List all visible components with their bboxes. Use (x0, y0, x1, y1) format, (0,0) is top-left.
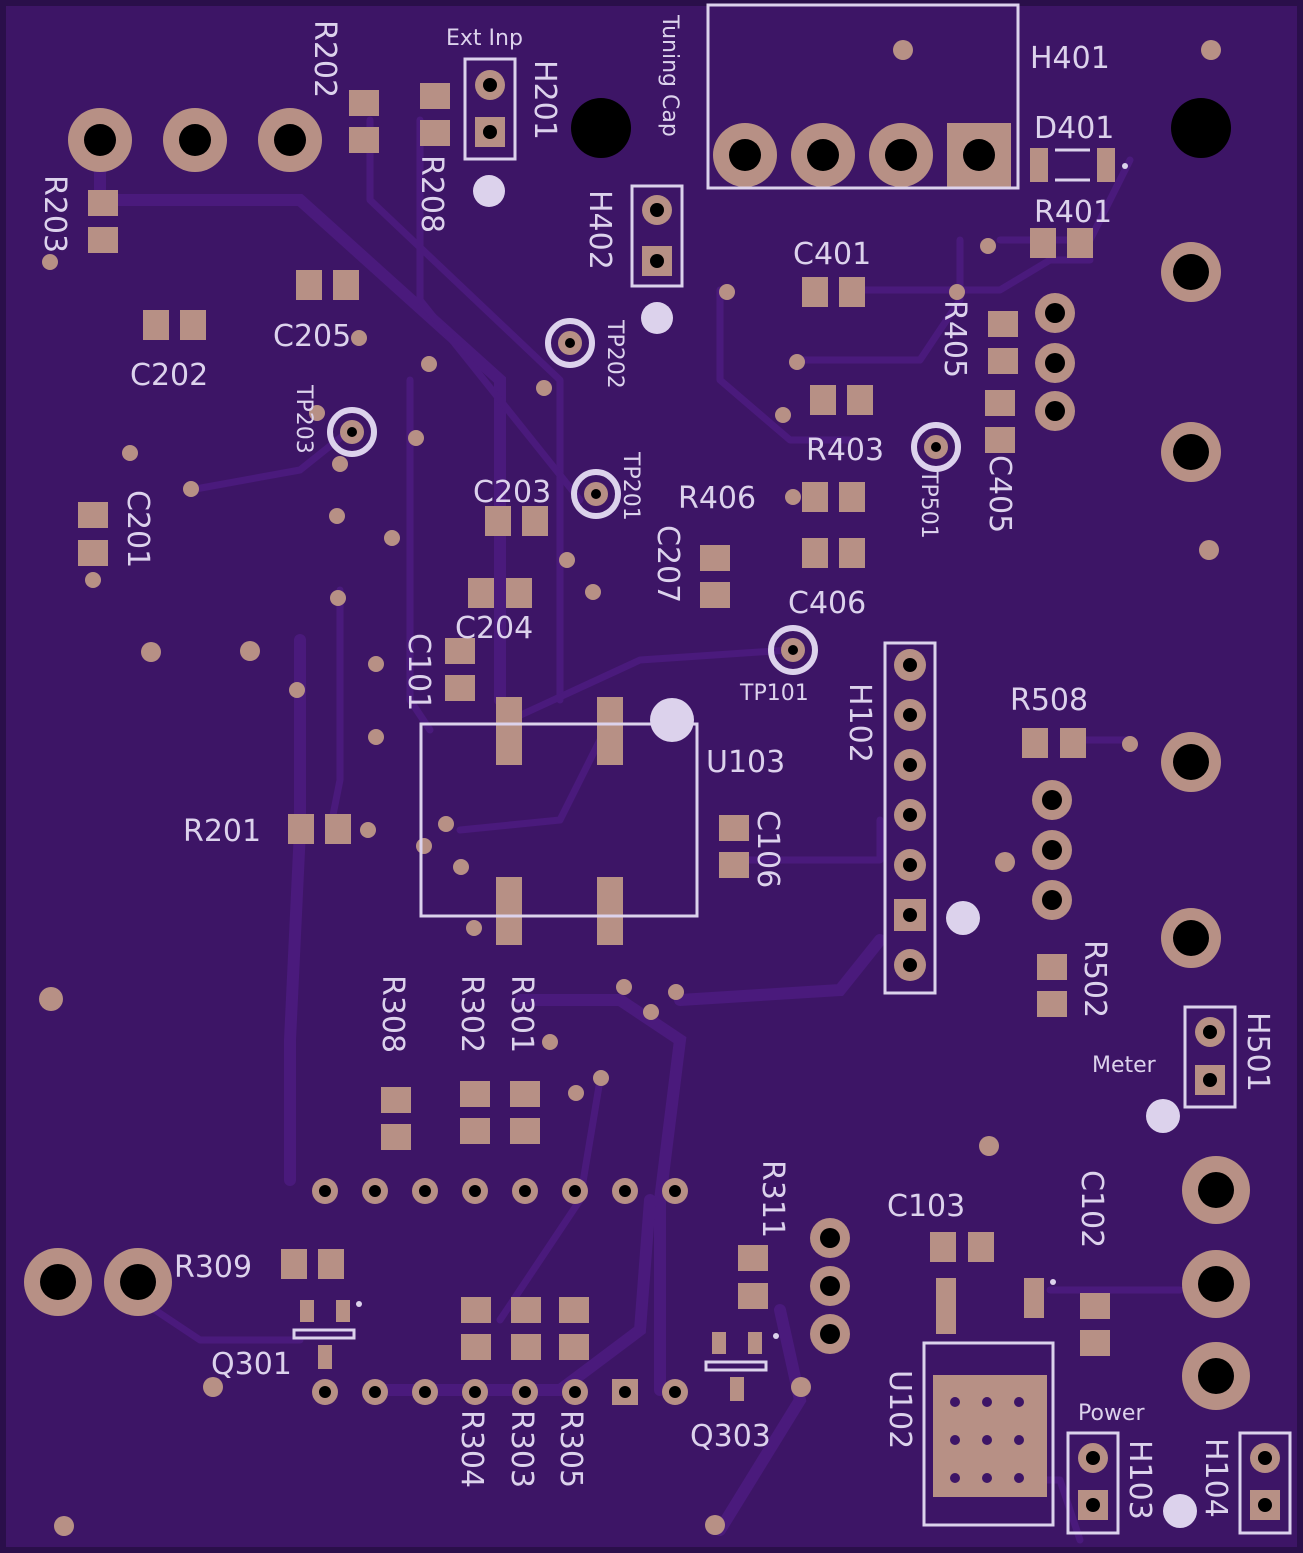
silk-labels: R202 Ext Inp H201 Tuning Cap H401 D401 R… (37, 14, 1275, 1520)
label-c204: C204 (455, 611, 533, 646)
label-r301: R301 (504, 975, 539, 1053)
label-c201: C201 (120, 490, 155, 568)
label-power: Power (1078, 1401, 1145, 1426)
test-points (327, 318, 961, 675)
label-c405: C405 (982, 455, 1017, 533)
label-r308: R308 (375, 975, 410, 1053)
u102-vias (950, 1397, 1024, 1483)
label-h104: H104 (1198, 1438, 1233, 1518)
label-tp501: TP501 (916, 469, 941, 539)
label-c101: C101 (401, 633, 436, 711)
h401-via (893, 40, 913, 60)
pot-pads (810, 293, 1075, 1354)
label-r304: R304 (454, 1410, 489, 1488)
label-c103: C103 (887, 1189, 965, 1224)
label-c205: C205 (273, 319, 351, 354)
label-r309: R309 (174, 1250, 252, 1285)
label-tp202: TP202 (602, 319, 627, 389)
label-meter: Meter (1092, 1053, 1157, 1078)
label-r303: R303 (504, 1410, 539, 1488)
label-h102: H102 (842, 683, 877, 763)
label-q303: Q303 (690, 1419, 771, 1454)
label-h103: H103 (1122, 1440, 1157, 1520)
label-q301: Q301 (211, 1347, 292, 1382)
label-u102: U102 (882, 1370, 917, 1449)
label-r508: R508 (1010, 683, 1088, 718)
label-h201: H201 (527, 60, 562, 140)
h401-outline (706, 3, 1020, 190)
pin-headers (463, 57, 1292, 1535)
dip-pads (312, 1178, 688, 1405)
label-r406: R406 (678, 481, 756, 516)
label-ext-inp: Ext Inp (446, 26, 523, 51)
label-h401: H401 (1030, 41, 1110, 76)
label-c106: C106 (750, 810, 785, 888)
smd-pads (78, 83, 1115, 1497)
label-r302: R302 (454, 975, 489, 1053)
label-h402: H402 (582, 190, 617, 270)
label-c401: C401 (793, 237, 871, 272)
silk-outlines (292, 148, 1128, 1527)
label-tp101: TP101 (739, 681, 809, 706)
label-r203: R203 (37, 175, 72, 253)
traces (94, 116, 1184, 1544)
label-h501: H501 (1240, 1012, 1275, 1092)
label-tuning-cap: Tuning Cap (657, 14, 682, 137)
vias (39, 238, 1219, 1536)
label-r311: R311 (755, 1160, 790, 1238)
mounting-holes (571, 98, 1231, 158)
label-r305: R305 (553, 1410, 588, 1488)
label-c207: C207 (650, 525, 685, 603)
label-c203: C203 (473, 475, 551, 510)
large-pads (24, 108, 1250, 1410)
label-tp203: TP203 (291, 384, 316, 454)
label-r208: R208 (414, 155, 449, 233)
label-r403: R403 (806, 433, 884, 468)
fiducials (473, 175, 1197, 1528)
label-r202: R202 (307, 20, 342, 98)
label-tp201: TP201 (618, 451, 643, 521)
label-r405: R405 (937, 300, 972, 378)
label-r401: R401 (1034, 195, 1112, 230)
label-r201: R201 (183, 814, 261, 849)
label-d401: D401 (1034, 111, 1114, 146)
label-c102: C102 (1074, 1170, 1109, 1248)
label-c202: C202 (130, 358, 208, 393)
label-r502: R502 (1077, 940, 1112, 1018)
label-u103: U103 (706, 745, 785, 780)
label-c406: C406 (788, 586, 866, 621)
